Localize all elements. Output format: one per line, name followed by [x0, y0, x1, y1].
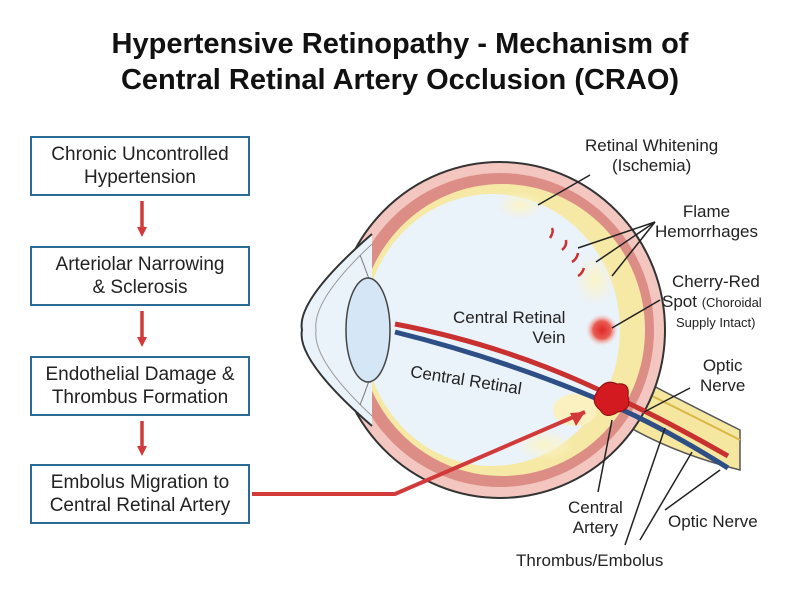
embolus-path-arrow: [252, 410, 586, 496]
label-optic-nerve-lower: Optic Nerve: [668, 512, 758, 531]
flow-box-arteriolar-narrowing: Arteriolar Narrowing & Sclerosis: [30, 246, 250, 306]
flow-box-text: Hypertension: [84, 167, 196, 188]
flow-box-embolus-migration: Embolus Migration to Central Retinal Art…: [30, 464, 250, 524]
title-line-1: Hypertensive Retinopathy - Mechanism of: [111, 28, 689, 60]
eyeball: [334, 161, 666, 499]
flow-box-text: Chronic Uncontrolled: [51, 144, 229, 165]
lens: [345, 277, 391, 383]
flow-box-endothelial-damage: Endothelial Damage & Thrombus Formation: [30, 356, 250, 416]
label-optic-nerve-upper: Optic Nerve: [700, 356, 746, 395]
cherry-red-spot: [586, 314, 618, 346]
label-thrombus-embolus: Thrombus/Embolus: [516, 551, 664, 570]
flow-box-text: Thrombus Formation: [51, 387, 229, 408]
label-central-artery: Central Artery: [568, 498, 623, 537]
title-line-2: Central Retinal Artery Occlusion (CRAO): [120, 64, 680, 96]
flame-hemorrhages: [548, 227, 586, 278]
thrombus: [593, 381, 630, 416]
label-central-retinal-vein: Central Retinal Vein: [453, 308, 566, 347]
label-retinal-whitening: Retinal Whitening (Ischemia): [585, 136, 719, 175]
flow-box-text: Embolus Migration to: [50, 472, 230, 493]
page-title: Hypertensive Retinopathy - Mechanism of …: [0, 26, 800, 98]
flow-box-hypertension: Chronic Uncontrolled Hypertension: [30, 136, 250, 196]
leader-lines: [537, 174, 721, 546]
label-flame-hemorrhages: Flame Hemorrhages: [655, 202, 758, 241]
flow-box-text: Central Retinal Artery: [49, 495, 231, 516]
central-retinal-artery: [394, 321, 730, 459]
flow-box-text: Endothelial Damage &: [45, 364, 235, 385]
label-cherry-red-spot: Cherry-Red Spot (Choroidal Supply Intact…: [662, 272, 762, 330]
flow-box-text: Arteriolar Narrowing: [55, 254, 225, 275]
flow-box-text: & Sclerosis: [92, 277, 188, 298]
